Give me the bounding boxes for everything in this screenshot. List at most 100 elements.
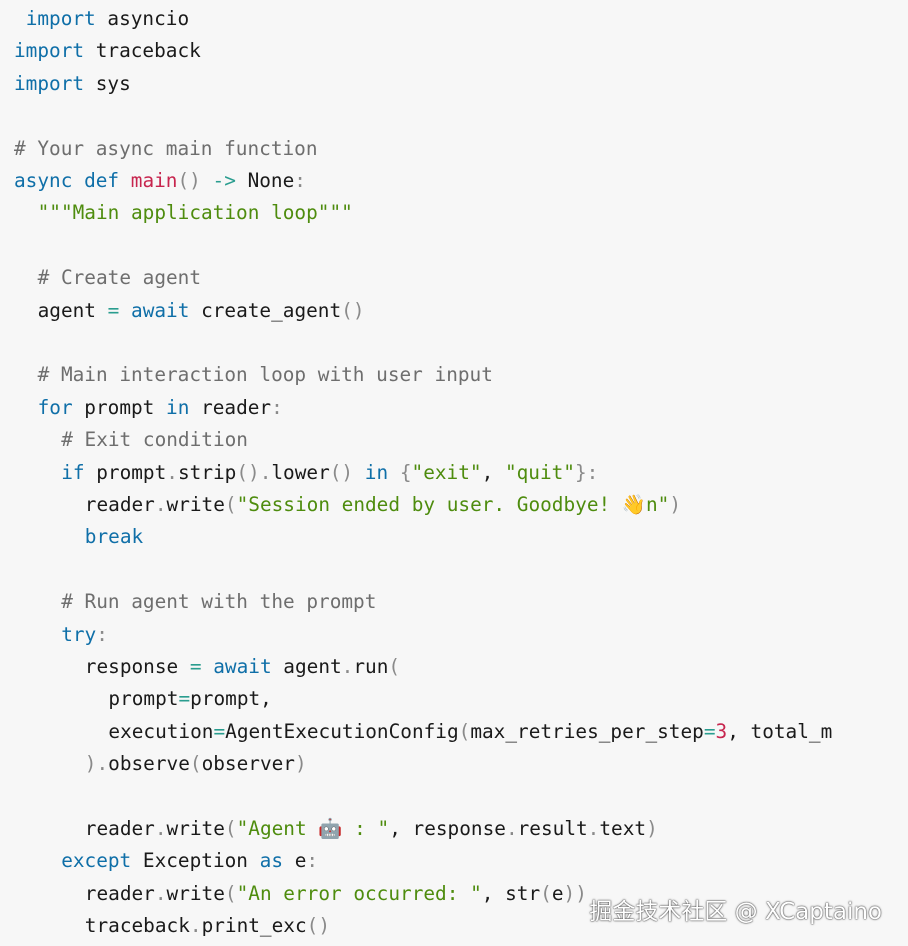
- code-token: observer: [201, 752, 295, 776]
- code-token: write: [166, 881, 225, 905]
- code-token: (: [189, 752, 202, 776]
- code-token: Exception: [131, 849, 260, 873]
- code-token: , response: [389, 817, 506, 840]
- code-token: AgentExecutionConfig: [225, 719, 459, 743]
- code-token: import: [14, 39, 85, 63]
- code-token: [353, 461, 365, 484]
- code-token: (): [329, 460, 354, 484]
- code-token: """Main application loop""": [37, 201, 353, 225]
- code-line: execution=AgentExecutionConfig(max_retri…: [108, 716, 832, 748]
- code-line: for prompt in reader:: [38, 392, 283, 424]
- code-line: reader.write("An error occurred: ", str(…: [85, 878, 587, 910]
- code-token: ): [294, 752, 307, 776]
- code-token: response: [84, 655, 190, 678]
- watermark: 掘金技术社区 @ XCaptaino: [589, 899, 882, 925]
- code-line: reader.write("Session ended by user. Goo…: [85, 489, 681, 521]
- code-token: ->: [212, 169, 236, 192]
- code-token: }:: [574, 460, 599, 484]
- code-token: execution: [108, 719, 214, 743]
- code-line: async def main() -> None:: [14, 165, 306, 197]
- code-token: .: [154, 493, 167, 516]
- code-token: prompt: [72, 395, 167, 419]
- code-token: in: [364, 460, 389, 484]
- code-token: # Exit condition: [61, 428, 248, 452]
- code-line: import traceback: [14, 35, 201, 67]
- code-token: "Session ended by user. Goodbye!: [236, 493, 622, 516]
- code-token: ): [669, 493, 682, 516]
- code-token: result: [517, 817, 588, 840]
- code-token: (): [306, 914, 330, 938]
- code-token: =: [213, 719, 226, 743]
- code-token: reader: [189, 395, 272, 419]
- code-token: "An error occurred: ": [236, 881, 482, 905]
- code-token: ).: [84, 752, 109, 776]
- code-token: .: [505, 817, 518, 840]
- code-token: async: [14, 169, 73, 192]
- code-token: reader: [84, 817, 155, 840]
- code-token: write: [166, 493, 225, 516]
- code-token: )): [563, 881, 587, 905]
- code-token: "exit": [411, 460, 482, 484]
- code-token: =: [189, 655, 202, 678]
- code-token: , str: [481, 881, 541, 905]
- code-token: None: [235, 169, 295, 192]
- code-token: .: [341, 655, 354, 678]
- code-line: # Your async main function: [14, 133, 318, 165]
- code-token: [388, 461, 400, 484]
- code-token: await: [131, 298, 190, 322]
- code-line: import sys: [14, 68, 131, 100]
- code-token: for: [37, 395, 73, 419]
- code-token: (): [341, 298, 365, 322]
- code-token: (: [224, 817, 237, 840]
- code-token: "quit": [504, 460, 575, 484]
- code-token: .: [587, 817, 600, 840]
- code-token: [201, 169, 213, 192]
- code-token: =: [703, 719, 716, 743]
- code-token: (: [388, 655, 401, 678]
- code-token: reader: [84, 493, 155, 516]
- code-line: except Exception as e:: [61, 845, 318, 877]
- code-token: # Create agent: [37, 266, 202, 290]
- code-token: break: [84, 525, 144, 549]
- code-token: [119, 169, 131, 192]
- code-line: if prompt.strip().lower() in {"exit", "q…: [61, 457, 598, 489]
- code-token: (: [540, 881, 552, 905]
- code-line: break: [85, 521, 143, 553]
- code-token: main: [130, 169, 178, 192]
- code-token: [14, 7, 26, 30]
- code-line: # Exit condition: [61, 424, 248, 456]
- code-line: traceback.print_exc(): [85, 910, 330, 942]
- code-token: [72, 169, 84, 192]
- code-token: e: [551, 881, 564, 905]
- code-token: {: [399, 460, 412, 484]
- code-token: 3: [715, 719, 728, 743]
- code-token: # Your async main function: [14, 136, 318, 160]
- code-token: .: [166, 460, 178, 484]
- code-token: , total_m: [727, 719, 833, 743]
- code-token: import: [14, 71, 85, 95]
- code-token: (): [177, 169, 201, 192]
- code-token: ,: [481, 460, 505, 484]
- code-token: write: [166, 817, 225, 840]
- code-token: prompt,: [190, 687, 272, 711]
- code-line: ).observe(observer): [85, 748, 307, 780]
- emoji-icon: 🤖: [318, 817, 343, 840]
- code-token: strip: [177, 460, 237, 484]
- code-token: agent: [37, 298, 108, 322]
- code-token: observe: [108, 752, 190, 776]
- code-token: prompt: [108, 687, 179, 711]
- code-token: :: [294, 169, 306, 192]
- code-token: run: [353, 655, 389, 678]
- code-token: text: [599, 817, 647, 840]
- code-line: reader.write("Agent 🤖 : ", response.resu…: [85, 813, 658, 845]
- code-token: ().: [236, 460, 272, 484]
- code-token: ): [646, 817, 658, 840]
- code-token: sys: [84, 71, 131, 95]
- code-line: try:: [61, 619, 108, 651]
- code-line: agent = await create_agent(): [38, 295, 365, 327]
- code-token: prompt: [84, 460, 167, 484]
- code-line: # Run agent with the prompt: [61, 586, 376, 618]
- emoji-icon: 👋: [621, 493, 646, 516]
- code-token: reader: [84, 881, 155, 905]
